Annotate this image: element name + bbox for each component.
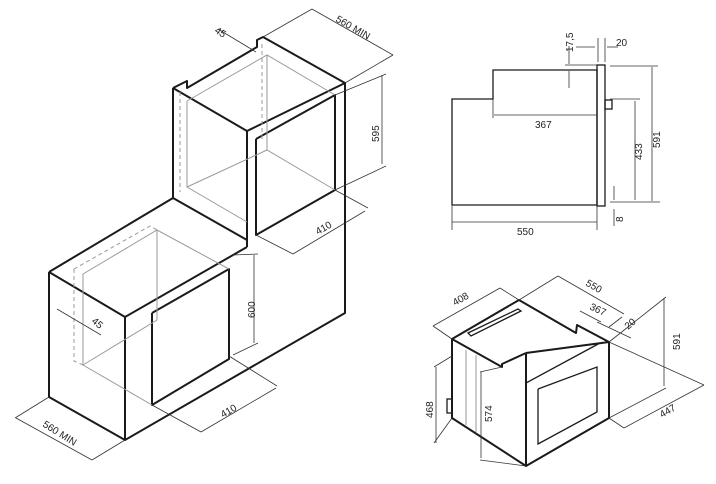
iso-view — [432, 275, 705, 467]
side-lower-height-label: 433 — [634, 143, 645, 160]
lower-height-label: 600 — [247, 301, 258, 318]
side-upper-depth-label: 367 — [535, 120, 552, 131]
upper-width-label: 560 MIN — [334, 14, 372, 42]
side-bottom-offset-label: 8 — [615, 216, 626, 222]
iso-side-height-label: 468 — [425, 401, 436, 418]
upper-depth-label: 410 — [314, 220, 334, 238]
iso-depth-label: 550 — [584, 278, 604, 296]
side-top-offset-label: 17,5 — [565, 32, 576, 52]
iso-front-width-label: 447 — [658, 403, 678, 421]
side-total-depth-label: 550 — [517, 227, 534, 238]
lower-niche — [14, 195, 346, 461]
side-view — [451, 38, 660, 230]
side-total-height-label: 591 — [652, 131, 663, 148]
upper-gap-label: 45 — [212, 25, 228, 41]
iso-front-panel-label: 20 — [623, 316, 639, 332]
side-front-panel-label: 20 — [616, 38, 628, 49]
lower-depth-label: 410 — [219, 403, 239, 421]
upper-height-label: 595 — [371, 125, 382, 142]
iso-body-height-label: 574 — [484, 405, 495, 422]
lower-width-label: 560 MIN — [40, 419, 78, 448]
iso-total-height-label: 591 — [672, 333, 683, 350]
upper-niche — [172, 8, 394, 255]
